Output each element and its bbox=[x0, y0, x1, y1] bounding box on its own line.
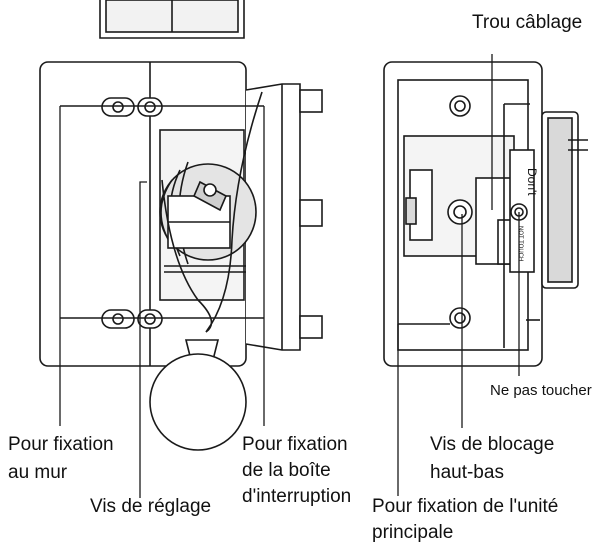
label-main-unit-1: Pour fixation de l'unité bbox=[372, 496, 559, 517]
label-lock-screw-2: haut-bas bbox=[430, 462, 504, 483]
sticker-text: Don't bbox=[525, 168, 539, 196]
label-wall-mount-2: au mur bbox=[8, 462, 68, 483]
label-lock-screw-1: Vis de blocage bbox=[430, 434, 555, 455]
label-adjust-screw: Vis de réglage bbox=[90, 496, 212, 517]
label-main-unit-2: principale bbox=[372, 522, 454, 543]
top-device-partial bbox=[99, 0, 245, 39]
right-device bbox=[383, 61, 588, 367]
label-do-not-touch: Ne pas toucher bbox=[490, 382, 592, 399]
label-wiring-hole: Trou câblage bbox=[472, 12, 583, 33]
left-device bbox=[39, 61, 323, 451]
label-junction-box-3: d'interruption bbox=[242, 486, 352, 507]
label-junction-box-1: Pour fixation bbox=[242, 434, 348, 455]
label-wall-mount-1: Pour fixation bbox=[8, 434, 114, 455]
sticker-subtext: NOT TOUCH bbox=[517, 226, 523, 261]
label-junction-box-2: de la boîte bbox=[242, 460, 331, 481]
leader-lines bbox=[59, 54, 520, 498]
